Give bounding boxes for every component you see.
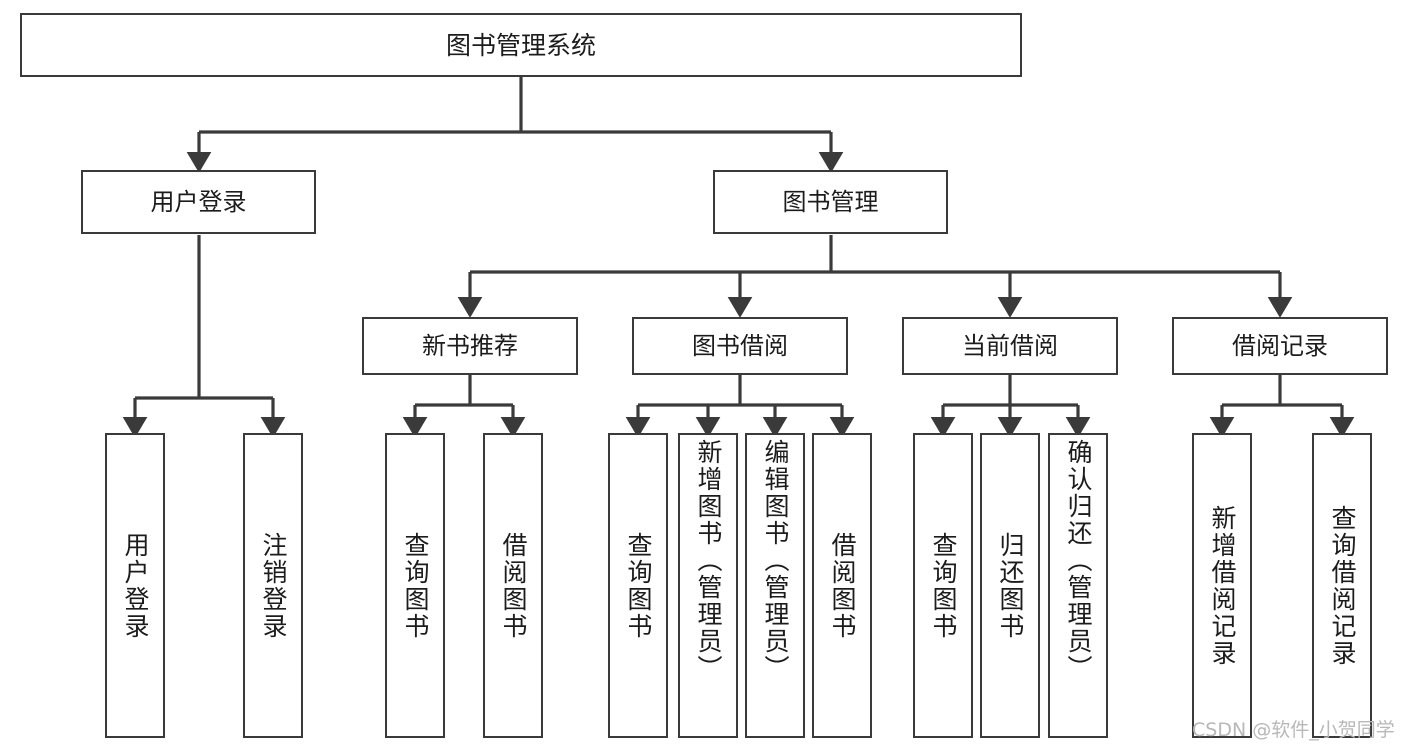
node-label: 编辑图书（管理员） — [761, 439, 790, 682]
leaf-current-confirm-return-admin[interactable]: 确认归还（管理员） — [1048, 433, 1108, 738]
leaf-user-login-login[interactable]: 用户登录 — [105, 433, 165, 738]
node-book-borrow[interactable]: 图书借阅 — [632, 317, 848, 375]
node-user-login[interactable]: 用户登录 — [81, 170, 316, 234]
node-borrow-record[interactable]: 借阅记录 — [1172, 317, 1388, 375]
leaf-record-add-record[interactable]: 新增借阅记录 — [1192, 433, 1252, 738]
node-label: 查询图书 — [929, 531, 958, 640]
node-label: 用户登录 — [121, 531, 150, 640]
node-label: 归还图书 — [996, 531, 1025, 640]
node-label: 新增图书（管理员） — [694, 439, 723, 682]
node-root-system[interactable]: 图书管理系统 — [20, 13, 1022, 77]
node-label: 查询图书 — [624, 531, 653, 640]
node-label: 查询图书 — [401, 531, 430, 640]
node-current-borrow[interactable]: 当前借阅 — [902, 317, 1118, 375]
leaf-current-return-book[interactable]: 归还图书 — [980, 433, 1040, 738]
node-label: 图书借阅 — [692, 332, 788, 360]
node-label: 当前借阅 — [962, 332, 1058, 360]
leaf-current-query-book[interactable]: 查询图书 — [913, 433, 973, 738]
node-label: 注销登录 — [259, 531, 288, 640]
node-label: 借阅记录 — [1232, 332, 1328, 360]
leaf-borrow-query-book[interactable]: 查询图书 — [608, 433, 668, 738]
node-label: 查询借阅记录 — [1328, 504, 1357, 667]
node-label: 借阅图书 — [828, 531, 857, 640]
leaf-user-login-logout[interactable]: 注销登录 — [243, 433, 303, 738]
leaf-borrow-borrow-book[interactable]: 借阅图书 — [812, 433, 872, 738]
node-book-management[interactable]: 图书管理 — [713, 170, 948, 234]
node-label: 借阅图书 — [499, 531, 528, 640]
node-new-book-recommend[interactable]: 新书推荐 — [362, 317, 578, 375]
node-label: 用户登录 — [150, 188, 247, 216]
leaf-borrow-add-book-admin[interactable]: 新增图书（管理员） — [678, 433, 738, 738]
leaf-new-book-borrow[interactable]: 借阅图书 — [483, 433, 543, 738]
node-label: 新增借阅记录 — [1208, 504, 1237, 667]
node-label: 确认归还（管理员） — [1064, 439, 1093, 682]
leaf-record-query-record[interactable]: 查询借阅记录 — [1312, 433, 1372, 738]
node-label: 图书管理系统 — [445, 30, 596, 60]
node-label: 新书推荐 — [422, 332, 518, 360]
leaf-borrow-edit-book-admin[interactable]: 编辑图书（管理员） — [745, 433, 805, 738]
leaf-new-book-query[interactable]: 查询图书 — [385, 433, 445, 738]
node-label: 图书管理 — [782, 188, 879, 216]
csdn-watermark: CSDN @软件_小贺同学 — [1192, 719, 1395, 741]
